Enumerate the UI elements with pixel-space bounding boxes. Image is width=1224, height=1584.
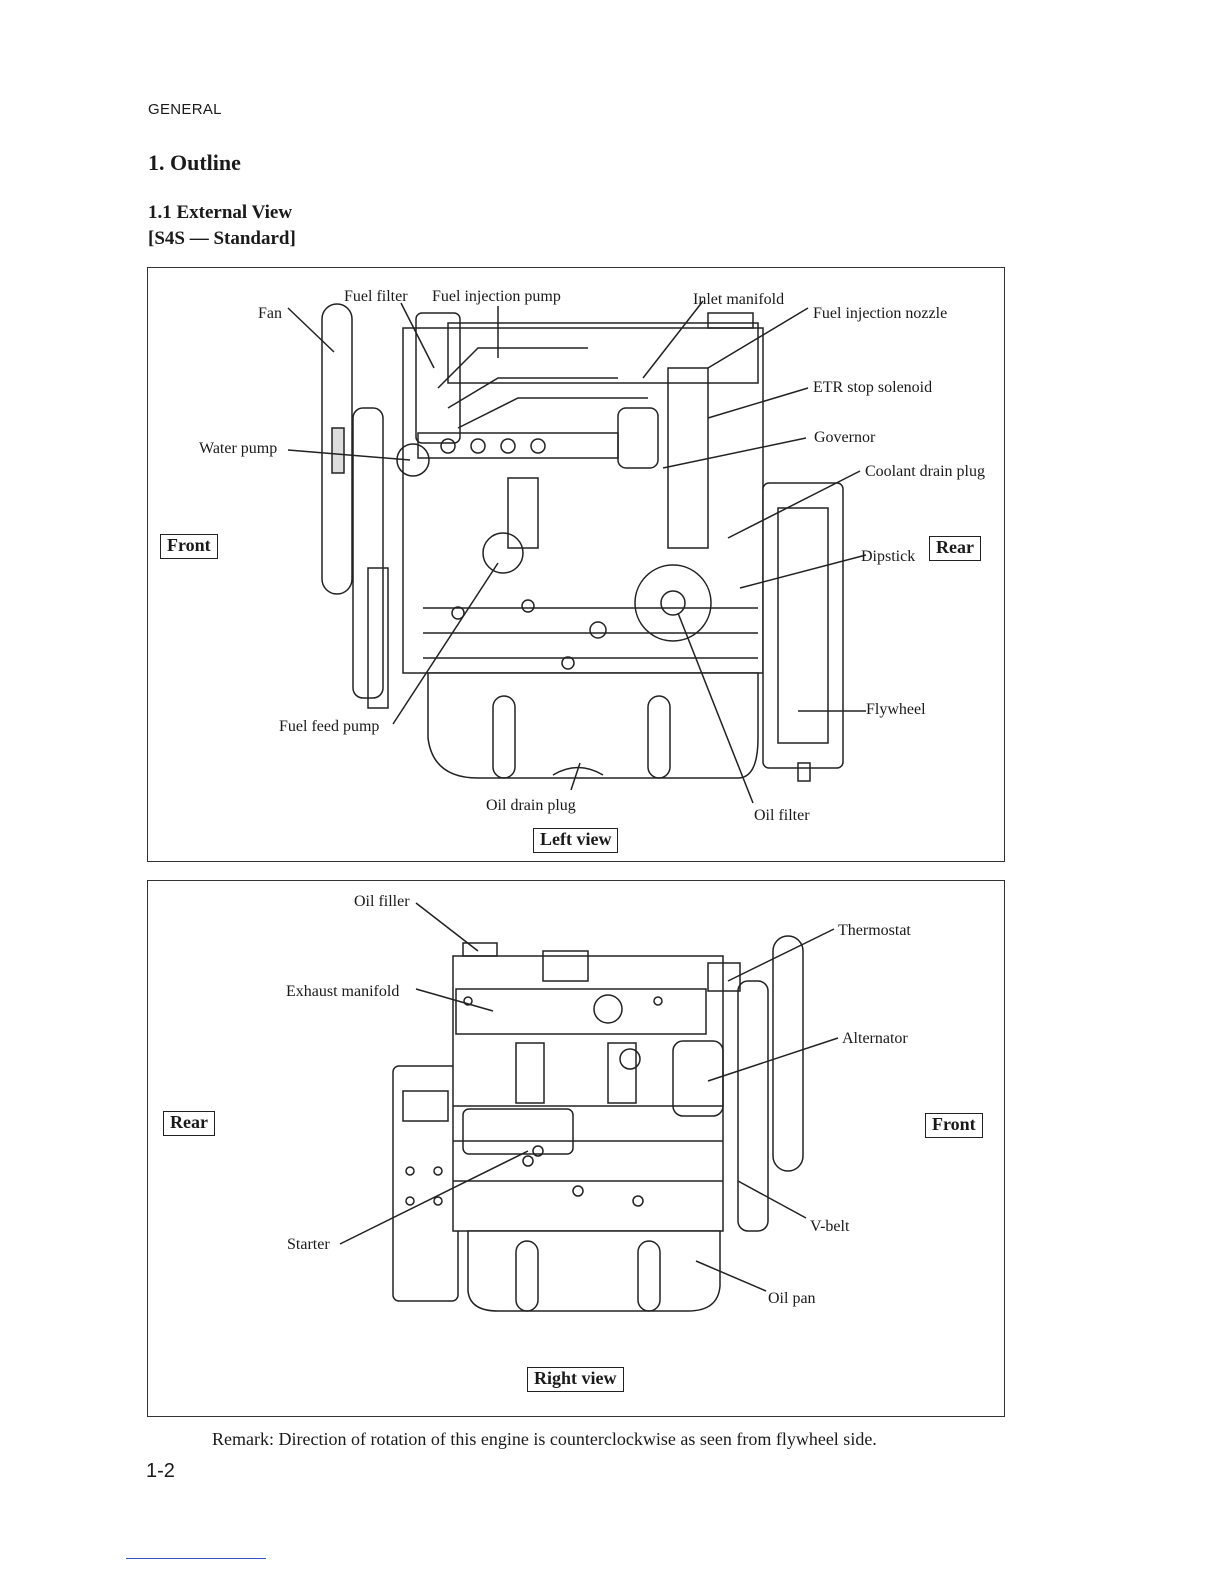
- right-view-engine-drawing: [339, 902, 839, 1312]
- label-fuel-injection-pump: Fuel injection pump: [432, 288, 561, 305]
- label-coolant-drain-plug: Coolant drain plug: [865, 463, 985, 480]
- label-oil-pan: Oil pan: [768, 1290, 816, 1307]
- label-dipstick: Dipstick: [861, 548, 916, 565]
- label-fan: Fan: [258, 305, 282, 322]
- right-view-panel: Oil filler Thermostat Exhaust manifold A…: [147, 880, 1005, 1417]
- label-governor: Governor: [814, 429, 876, 446]
- section-header: GENERAL: [148, 101, 222, 118]
- model-subtitle: [S4S — Standard]: [148, 228, 296, 249]
- left-view-panel: Fan Fuel filter Fuel injection pump Inle…: [147, 267, 1005, 862]
- label-inlet-manifold: Inlet manifold: [693, 291, 785, 308]
- label-v-belt: V-belt: [810, 1218, 850, 1235]
- right-view-title: Right view: [527, 1367, 624, 1392]
- left-view-title: Left view: [533, 828, 619, 853]
- label-fuel-feed-pump: Fuel feed pump: [279, 718, 380, 735]
- label-exhaust-manifold: Exhaust manifold: [286, 983, 400, 1000]
- label-flywheel: Flywheel: [866, 701, 926, 718]
- left-view-engine-drawing: [287, 300, 867, 804]
- section-title: 1.1 External View: [148, 202, 293, 223]
- label-oil-filler: Oil filler: [354, 893, 410, 910]
- label-water-pump: Water pump: [199, 440, 278, 457]
- label-oil-drain-plug: Oil drain plug: [486, 797, 576, 814]
- rear-tag: Rear: [929, 536, 981, 561]
- label-oil-filter: Oil filter: [754, 807, 810, 824]
- footer-rule: [126, 1558, 266, 1559]
- remark-text: Remark: Direction of rotation of this en…: [212, 1429, 877, 1449]
- label-alternator: Alternator: [842, 1030, 908, 1047]
- label-thermostat: Thermostat: [838, 922, 911, 939]
- label-fuel-filter: Fuel filter: [344, 288, 408, 305]
- label-etr-stop-solenoid: ETR stop solenoid: [813, 379, 933, 396]
- chapter-title: 1. Outline: [148, 150, 241, 175]
- rear-tag: Rear: [163, 1111, 215, 1136]
- front-tag: Front: [925, 1113, 983, 1138]
- page-number: 1-2: [146, 1460, 175, 1482]
- label-fuel-injection-nozzle: Fuel injection nozzle: [813, 305, 948, 322]
- label-starter: Starter: [287, 1236, 330, 1253]
- front-tag: Front: [160, 534, 218, 559]
